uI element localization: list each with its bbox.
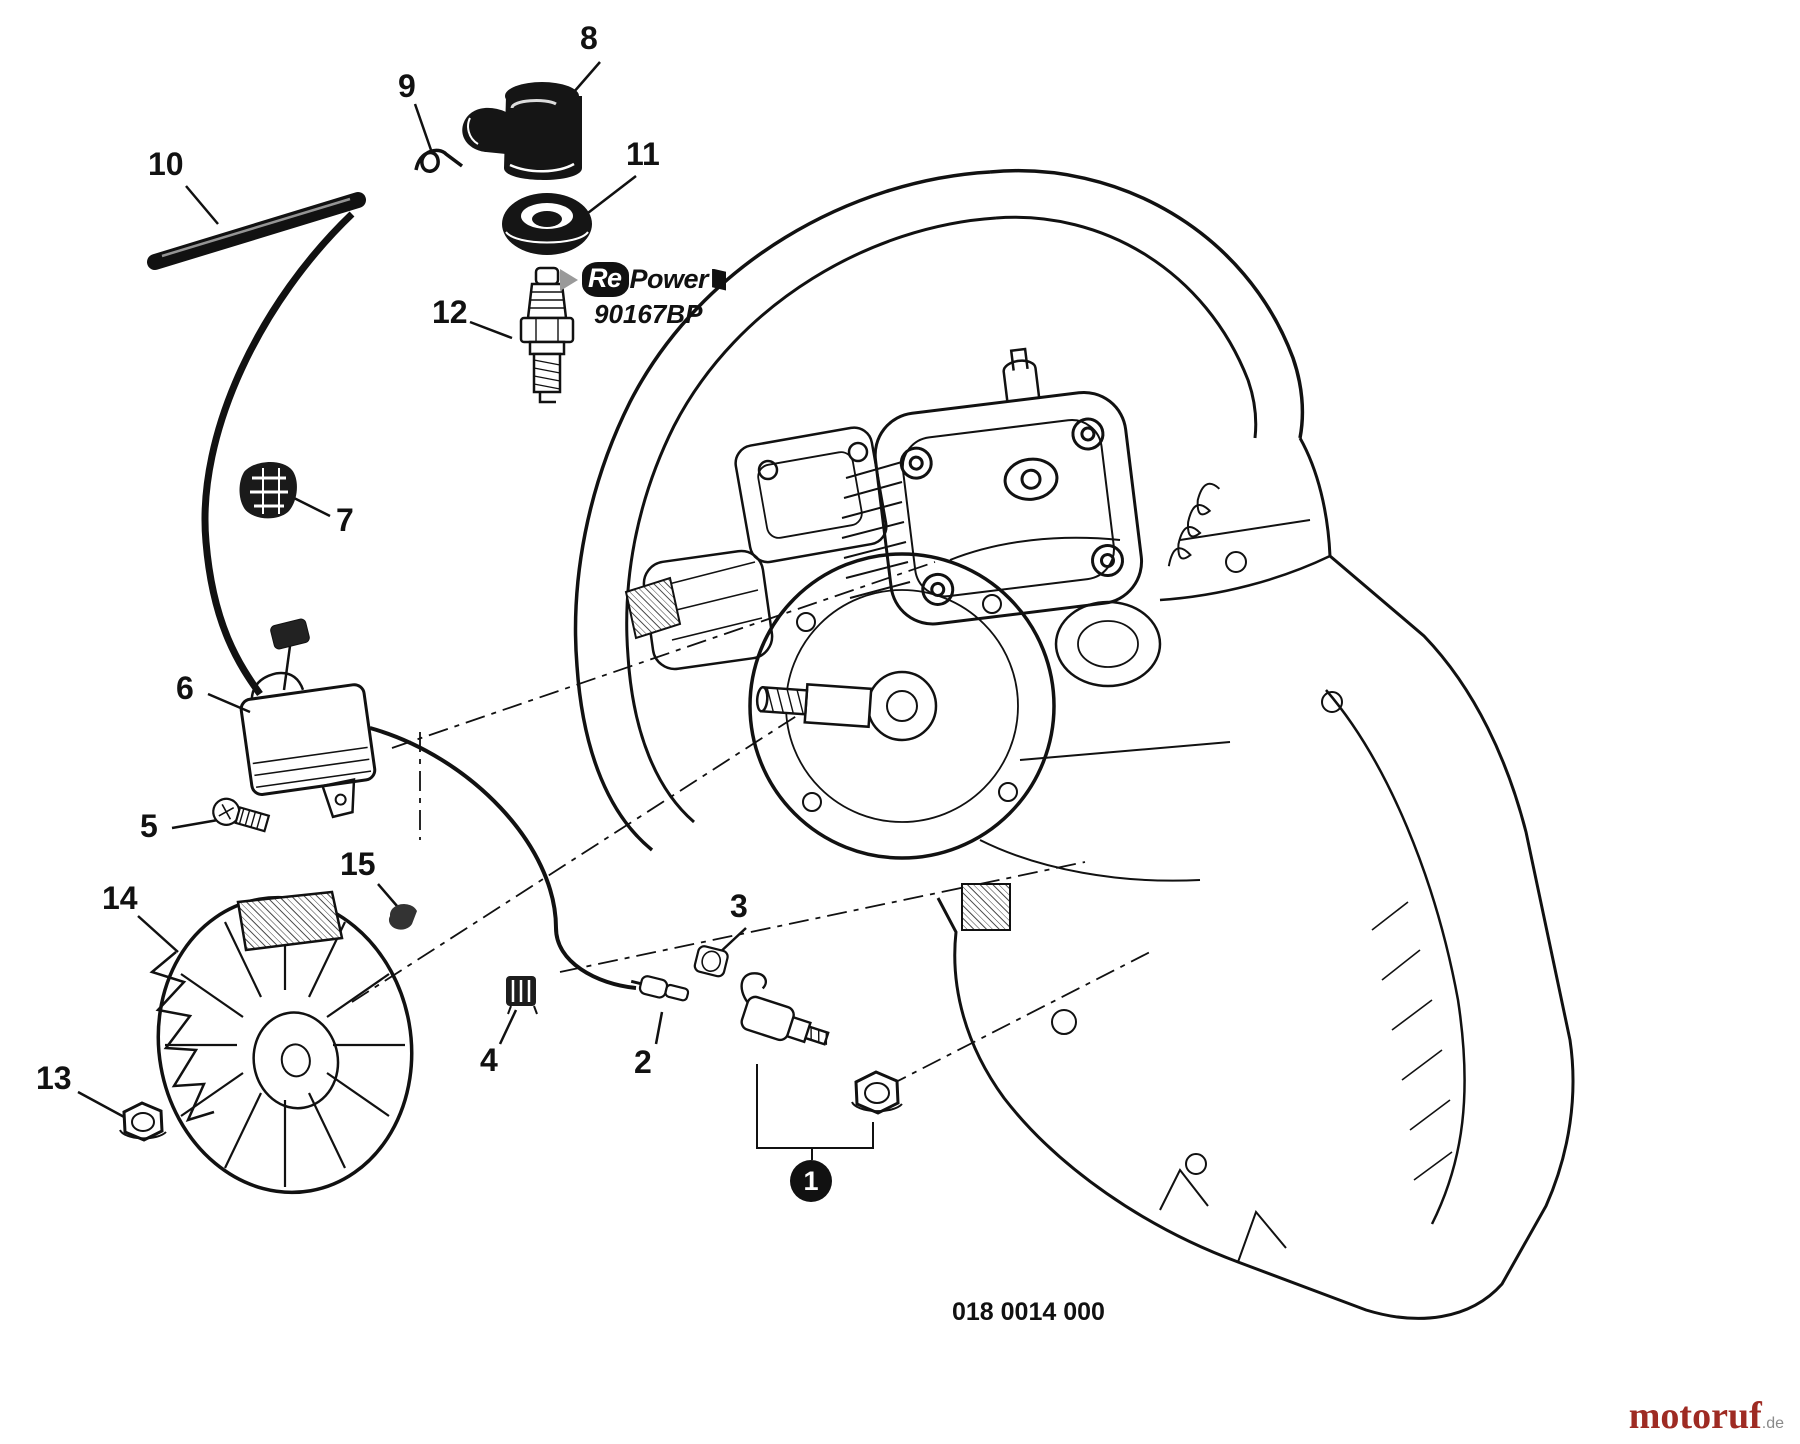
callout-3: 3 (730, 888, 748, 924)
callout-9: 9 (398, 68, 416, 104)
crankshaft (755, 683, 873, 729)
callout-7: 7 (336, 502, 354, 538)
cylinder-head (873, 347, 1144, 626)
callout-10: 10 (148, 146, 184, 182)
wire-grommet (239, 461, 297, 519)
brand-arrow-icon (560, 268, 578, 291)
watermark-domain-suffix: .de (1761, 1415, 1784, 1432)
callout-15: 15 (340, 846, 376, 882)
front-handle (573, 169, 1305, 852)
callout-13: 13 (36, 1060, 72, 1096)
fuel-line (147, 192, 366, 270)
callout-2: 2 (634, 1044, 652, 1080)
boot-grommet-ring (502, 193, 592, 255)
spring (414, 148, 464, 173)
coil-screw (212, 797, 271, 833)
terminal-bushing (693, 945, 729, 978)
high-tension-lead (201, 211, 355, 697)
brand-flag-icon (712, 268, 727, 291)
flywheel-nut (119, 1101, 167, 1142)
wire-terminal (630, 975, 690, 1002)
rear-body (936, 437, 1575, 1320)
callout-12: 12 (432, 294, 468, 330)
callout-4: 4 (480, 1042, 498, 1078)
flywheel (149, 890, 414, 1195)
wire-connector (506, 976, 538, 1015)
callout-6: 6 (176, 670, 194, 706)
assembly-axes (351, 561, 1151, 1087)
ignition-switch (740, 972, 830, 1046)
flywheel-key (388, 903, 417, 930)
spark-plug-boot (462, 82, 582, 180)
ignition-coil (239, 618, 637, 990)
watermark: motoruf.de (1629, 1394, 1784, 1438)
brand-re-badge: Re (582, 262, 629, 297)
callout-14: 14 (102, 880, 138, 916)
starter-spring (1167, 482, 1221, 567)
spark-plug (519, 266, 575, 404)
brand-power-text: Power (629, 264, 709, 294)
intake-carb (734, 426, 888, 564)
cylinder-fins (841, 461, 911, 599)
callout-8: 8 (580, 20, 598, 56)
callout-11: 11 (626, 136, 660, 172)
grip-hatching (1371, 901, 1453, 1181)
callout-1-bracket (756, 1064, 874, 1160)
switch-nut (851, 1070, 903, 1115)
repower-part-number: 90167BP (594, 299, 703, 329)
callout-1: 1 (790, 1160, 832, 1202)
callout-5: 5 (140, 808, 158, 844)
hatched-spacer (624, 576, 682, 640)
watermark-brand: motoruf (1628, 1395, 1762, 1437)
diagram-reference-code: 018 0014 000 (952, 1298, 1105, 1326)
crankcase (748, 552, 1056, 860)
